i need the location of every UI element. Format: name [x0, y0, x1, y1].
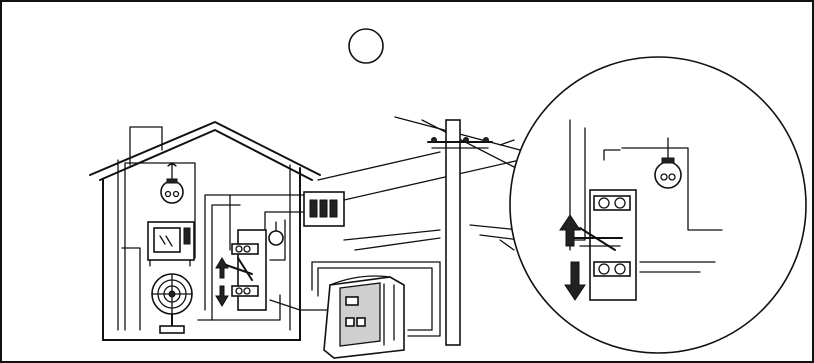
small-bulb-icon	[269, 222, 283, 245]
sun-icon	[349, 29, 383, 63]
arrow-down-icon	[216, 286, 228, 306]
arrow-up-icon	[216, 258, 228, 278]
power-lines	[318, 117, 520, 250]
portable-generator-icon	[324, 276, 404, 358]
fan-icon	[152, 274, 192, 333]
magnifier-circle-icon	[500, 57, 806, 353]
television-icon	[148, 222, 194, 266]
meter-box-icon	[304, 192, 344, 226]
utility-pole-icon	[428, 120, 492, 345]
light-bulb-icon	[161, 163, 183, 203]
transfer-switch-icon	[226, 230, 266, 310]
